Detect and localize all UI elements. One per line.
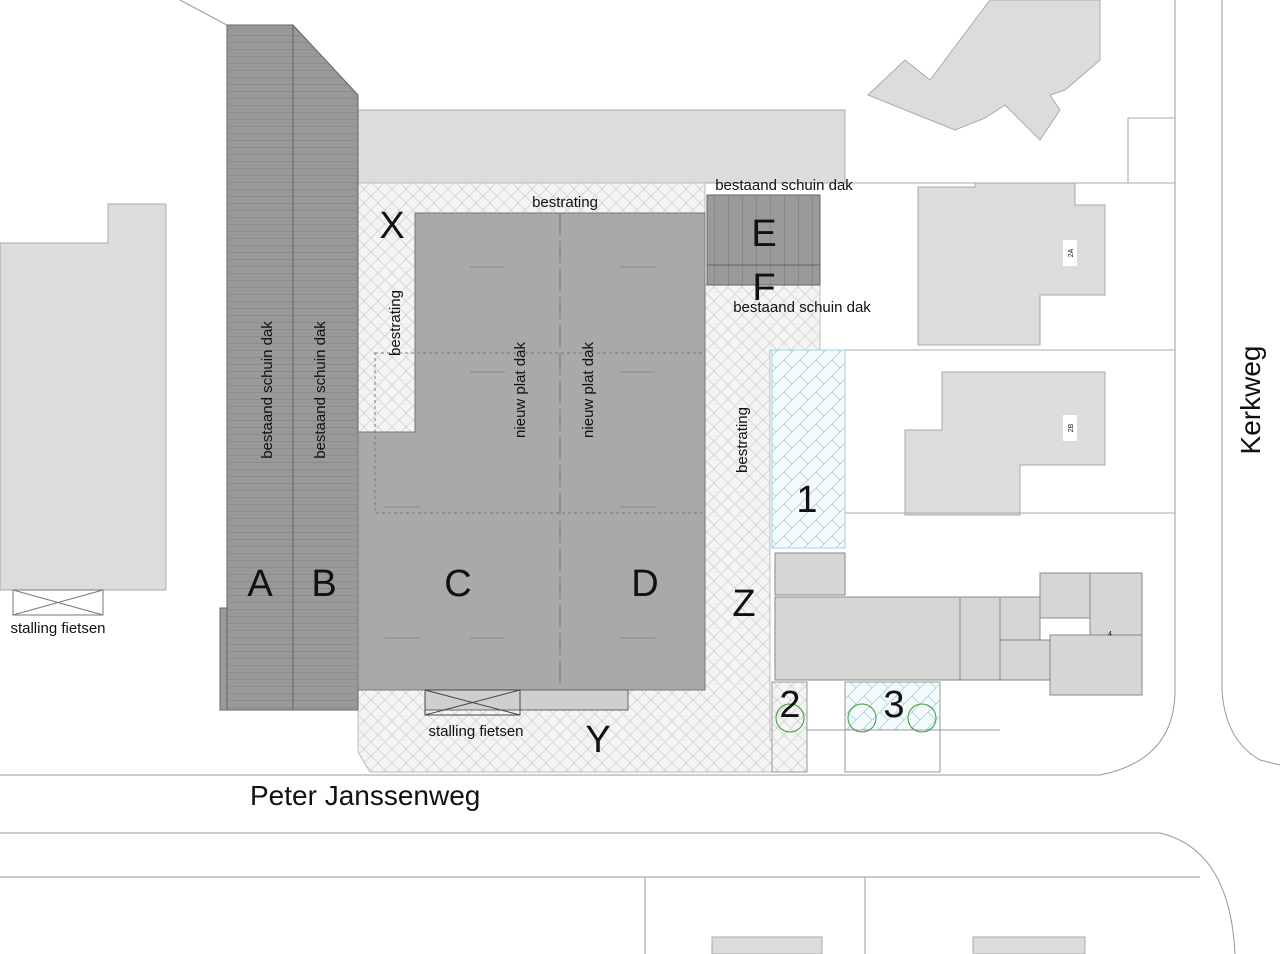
existing-roof-ef — [706, 194, 821, 286]
label-bike-stall-left: stalling fietsen — [10, 620, 105, 637]
bike-stall-left — [12, 589, 104, 616]
house-number-2a: 2A — [1068, 248, 1075, 257]
zone-3: 3 — [883, 684, 904, 726]
label-bike-stall-front: stalling fietsen — [428, 723, 523, 740]
label-roof-b: bestaand schuin dak — [312, 321, 329, 459]
property-lines — [820, 182, 1175, 514]
zone-c: C — [444, 563, 471, 605]
existing-buildings-right — [774, 552, 1143, 696]
zone-x: X — [379, 205, 404, 247]
zone-f: F — [752, 267, 775, 309]
house-number-2b: 2B — [1068, 423, 1075, 432]
zone-d: D — [631, 563, 658, 605]
label-paving-left: bestrating — [387, 290, 404, 356]
garden-area-1 — [771, 349, 846, 549]
house-number-plate — [1063, 415, 1077, 441]
new-flat-roof-cd — [357, 212, 706, 716]
label-roof-f: bestaand schuin dak — [733, 299, 871, 316]
label-roof-a: bestaand schuin dak — [259, 321, 276, 459]
label-paving-right: bestrating — [734, 407, 751, 473]
neighbouring-buildings — [0, 0, 1175, 954]
label-roof-d: nieuw plat dak — [580, 342, 597, 438]
zone-a: A — [247, 563, 273, 605]
parking-spots-2-3 — [771, 681, 941, 773]
road-name-kerkweg: Kerkweg — [1235, 346, 1266, 455]
zone-e: E — [751, 213, 776, 255]
trees — [775, 703, 937, 733]
zone-z: Z — [732, 583, 755, 625]
existing-roof-ab — [219, 24, 359, 711]
house-number-4: 4 — [1108, 631, 1112, 638]
label-paving-top: bestrating — [532, 194, 598, 211]
road-name-peter-janssenweg: Peter Janssenweg — [250, 780, 480, 811]
zone-b: B — [311, 563, 336, 605]
label-roof-c: nieuw plat dak — [512, 342, 529, 438]
house-number-plate — [1063, 240, 1077, 266]
label-roof-e: bestaand schuin dak — [715, 177, 853, 194]
zone-y: Y — [585, 719, 610, 761]
zone-1: 1 — [796, 479, 817, 521]
zone-2: 2 — [779, 684, 800, 726]
